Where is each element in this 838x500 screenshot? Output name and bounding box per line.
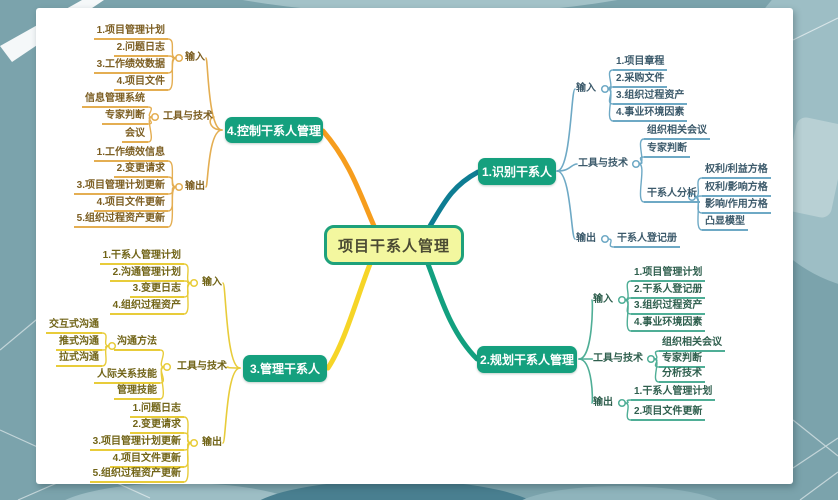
topic-subitem[interactable]: 推式沟通 xyxy=(56,334,102,351)
section-label-output[interactable]: 输出 xyxy=(576,233,596,244)
topic-item[interactable]: 干系人分析 xyxy=(644,186,700,203)
topic-item[interactable]: 4.事业环境因素 xyxy=(631,315,706,332)
topic-item[interactable]: 人际关系技能 xyxy=(94,367,160,384)
topic-item[interactable]: 3.组织过程资产 xyxy=(631,298,706,315)
branch-node-identify-stakeholders[interactable]: 1.识别干系人 xyxy=(478,158,556,185)
topic-item[interactable]: 4.事业环境因素 xyxy=(613,105,688,122)
topic-item[interactable]: 5.组织过程资产更新 xyxy=(89,466,184,483)
section-label-input[interactable]: 输入 xyxy=(202,277,222,288)
topic-item[interactable]: 5.组织过程资产更新 xyxy=(73,211,168,228)
section-label-output[interactable]: 输出 xyxy=(202,437,222,448)
section-label-tools-and-techniques[interactable]: 工具与技术 xyxy=(593,353,643,364)
topic-subitem[interactable]: 权利/利益方格 xyxy=(702,162,771,179)
topic-subitem[interactable]: 凸显模型 xyxy=(702,214,748,231)
branch-node-manage-stakeholders[interactable]: 3.管理干系人 xyxy=(243,355,327,382)
topic-item[interactable]: 沟通方法 xyxy=(114,334,160,351)
topic-item[interactable]: 2.干系人登记册 xyxy=(631,282,706,299)
topic-item[interactable]: 信息管理系统 xyxy=(82,91,148,108)
section-label-input[interactable]: 输入 xyxy=(593,294,613,305)
topic-item[interactable]: 3.工作绩效数据 xyxy=(93,57,168,74)
section-label-tools-and-techniques[interactable]: 工具与技术 xyxy=(578,158,628,169)
topic-item[interactable]: 3.项目管理计划更新 xyxy=(73,178,168,195)
topic-item[interactable]: 管理技能 xyxy=(114,383,160,400)
topic-item[interactable]: 组织相关会议 xyxy=(644,123,710,140)
topic-item[interactable]: 2.问题日志 xyxy=(113,40,168,57)
topic-item[interactable]: 专家判断 xyxy=(644,141,690,158)
section-label-output[interactable]: 输出 xyxy=(185,181,205,192)
topic-item[interactable]: 1.问题日志 xyxy=(129,401,184,418)
topic-item[interactable]: 2.变更请求 xyxy=(113,161,168,178)
section-label-output[interactable]: 输出 xyxy=(593,397,613,408)
topic-subitem[interactable]: 拉式沟通 xyxy=(56,350,102,367)
topic-item[interactable]: 专家判断 xyxy=(102,108,148,125)
topic-item[interactable]: 1.干系人管理计划 xyxy=(99,248,184,265)
topic-item[interactable]: 1.干系人管理计划 xyxy=(631,384,716,401)
topic-item[interactable]: 分析技术 xyxy=(659,366,705,383)
topic-item[interactable]: 组织相关会议 xyxy=(659,335,725,352)
topic-item[interactable]: 4.项目文件 xyxy=(113,74,168,91)
topic-item[interactable]: 3.项目管理计划更新 xyxy=(89,434,184,451)
topic-item[interactable]: 专家判断 xyxy=(659,351,705,368)
topic-subitem[interactable]: 权利/影响方格 xyxy=(702,180,771,197)
topic-item[interactable]: 1.工作绩效信息 xyxy=(93,145,168,162)
topic-item[interactable]: 会议 xyxy=(122,126,148,143)
topic-item[interactable]: 2.采购文件 xyxy=(613,71,668,88)
topic-item[interactable]: 4.项目文件更新 xyxy=(93,195,168,212)
section-label-input[interactable]: 输入 xyxy=(185,52,205,63)
central-topic[interactable]: 项目干系人管理 xyxy=(324,225,464,265)
branch-node-control-stakeholder-management[interactable]: 4.控制干系人管理 xyxy=(225,117,323,143)
topic-subitem[interactable]: 影响/作用方格 xyxy=(702,197,771,214)
topic-item[interactable]: 1.项目管理计划 xyxy=(631,265,706,282)
topic-item[interactable]: 2.变更请求 xyxy=(129,417,184,434)
section-label-input[interactable]: 输入 xyxy=(576,83,596,94)
section-label-tools-and-techniques[interactable]: 工具与技术 xyxy=(163,111,213,122)
topic-item[interactable]: 4.组织过程资产 xyxy=(109,298,184,315)
topic-item[interactable]: 3.组织过程资产 xyxy=(613,88,688,105)
branch-node-plan-stakeholder-management[interactable]: 2.规划干系人管理 xyxy=(477,346,577,373)
topic-item[interactable]: 1.项目章程 xyxy=(613,54,668,71)
topic-item[interactable]: 1.项目管理计划 xyxy=(93,23,168,40)
topic-subitem[interactable]: 交互式沟通 xyxy=(46,317,102,334)
topic-item[interactable]: 2.沟通管理计划 xyxy=(109,265,184,282)
topic-item[interactable]: 2.项目文件更新 xyxy=(631,404,706,421)
topic-item[interactable]: 4.项目文件更新 xyxy=(109,451,184,468)
section-label-tools-and-techniques[interactable]: 工具与技术 xyxy=(177,361,227,372)
topic-item[interactable]: 3.变更日志 xyxy=(129,281,184,298)
topic-item[interactable]: 干系人登记册 xyxy=(614,231,680,248)
